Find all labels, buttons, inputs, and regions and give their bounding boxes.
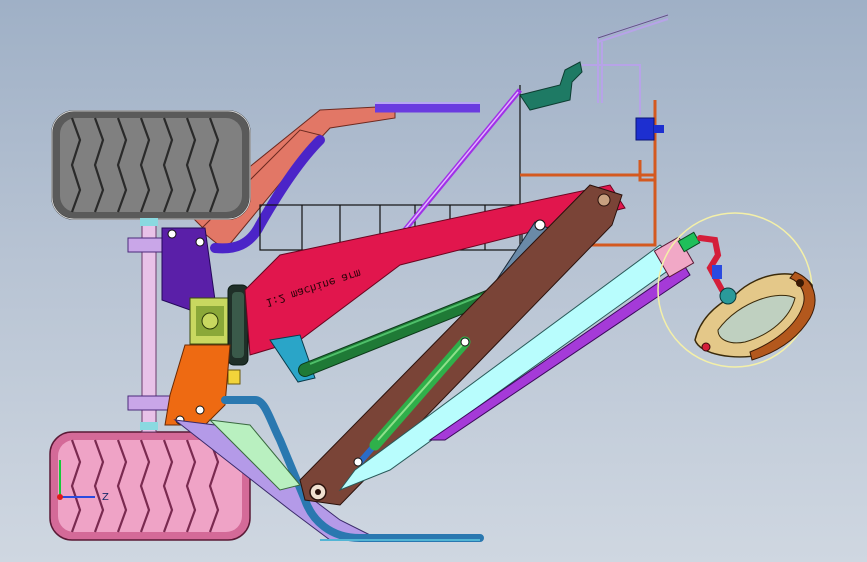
boom-cylinder[interactable] [298, 289, 497, 377]
dipper-cylinder[interactable] [353, 336, 471, 467]
bucket-arm-rail[interactable] [428, 264, 691, 441]
main-boom[interactable] [244, 184, 626, 356]
frame-tube-upper[interactable] [210, 135, 325, 254]
front-wheel-bottom[interactable] [49, 431, 251, 541]
control-handle[interactable] [519, 61, 583, 111]
axis-triad: Z [57, 460, 109, 503]
switch-block[interactable] [635, 117, 655, 141]
axis-label-z: Z [102, 492, 109, 503]
rear-wheel-top[interactable] [51, 110, 251, 220]
tilt-linkage[interactable] [697, 235, 725, 293]
gripper[interactable] [694, 271, 816, 361]
